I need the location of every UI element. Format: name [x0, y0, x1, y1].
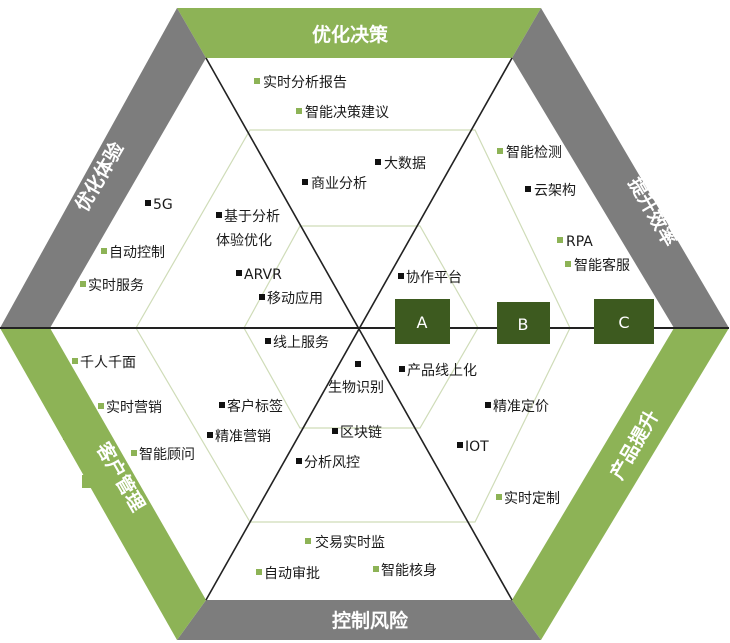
marker: [375, 159, 381, 165]
item-risk-outer-1: 交易实时监: [315, 534, 385, 551]
box-a: [395, 299, 450, 344]
marker: [207, 432, 213, 438]
marker: [256, 569, 262, 575]
item-decision-inner-1: 大数据: [384, 156, 426, 172]
marker: [332, 428, 338, 434]
marker: [302, 179, 308, 185]
item-experience-inner-1a: 基于分析: [224, 208, 280, 225]
marker: [131, 450, 137, 456]
marker: [236, 270, 242, 276]
item-product-inner-1: 产品线上化: [407, 363, 477, 379]
band-bottom-left: [0, 328, 206, 640]
deco-square-2: [82, 475, 95, 488]
marker: [525, 186, 531, 192]
item-risk-outer-2: 自动审批: [264, 566, 320, 582]
band-label-top: 优化决策: [312, 23, 389, 46]
item-product-outer-1: 精准定价: [493, 399, 549, 415]
marker: [497, 148, 503, 154]
band-label-bottom: 控制风险: [332, 609, 409, 632]
band-top-right: [512, 8, 729, 328]
item-product-outer-3: 实时定制: [504, 491, 560, 507]
item-risk-outer-3: 智能核身: [381, 563, 437, 579]
box-c: [594, 299, 654, 344]
item-efficiency-outer-1: 智能检测: [506, 145, 562, 161]
item-experience-outer-1: 5G: [153, 197, 173, 213]
marker: [80, 281, 86, 287]
band-top-left: [0, 8, 206, 328]
item-experience-inner-3: 移动应用: [267, 290, 323, 307]
band-top: [177, 8, 541, 58]
marker: [373, 566, 379, 572]
deco-square-1: [63, 427, 76, 440]
marker: [557, 237, 563, 243]
marker: [259, 294, 265, 300]
marker: [101, 248, 107, 254]
band-bottom-right: [512, 328, 729, 640]
marker: [496, 494, 502, 500]
item-customer-inner-1: 线上服务: [273, 335, 329, 351]
item-risk-inner-1: 生物识别: [328, 380, 384, 396]
item-customer-inner-2: 客户标签: [227, 398, 283, 415]
item-efficiency-outer-3: RPA: [566, 234, 593, 250]
item-experience-outer-2: 自动控制: [109, 245, 165, 261]
item-decision-inner-2: 商业分析: [311, 176, 367, 192]
item-customer-outer-2: 实时营销: [106, 400, 162, 416]
marker: [145, 200, 151, 206]
item-risk-inner-3: 分析风控: [304, 455, 360, 471]
item-customer-outer-1: 千人千面: [80, 355, 136, 371]
item-efficiency-inner-1: 协作平台: [406, 270, 462, 286]
item-efficiency-outer-4: 智能客服: [574, 257, 630, 274]
marker: [265, 338, 271, 344]
box-b-label: B: [518, 315, 529, 334]
marker: [398, 273, 404, 279]
item-product-outer-2: IOT: [465, 439, 489, 455]
marker: [399, 366, 405, 372]
marker: [565, 261, 571, 267]
item-decision-outer-1: 实时分析报告: [263, 75, 347, 91]
marker: [216, 212, 222, 218]
item-efficiency-outer-2: 云架构: [534, 183, 576, 199]
box-b: [497, 302, 550, 344]
item-customer-inner-3: 精准营销: [215, 429, 271, 445]
marker: [457, 442, 463, 448]
item-experience-inner-2: ARVR: [244, 267, 282, 283]
item-experience-inner-1b: 体验优化: [216, 233, 272, 249]
marker: [254, 78, 260, 84]
box-c-label: C: [618, 313, 629, 332]
marker: [98, 403, 104, 409]
marker: [305, 538, 311, 544]
box-a-label: A: [417, 313, 428, 332]
marker: [219, 402, 225, 408]
marker: [355, 361, 361, 367]
item-risk-inner-2: 区块链: [340, 425, 382, 441]
item-decision-outer-2: 智能决策建议: [305, 104, 389, 121]
marker: [72, 358, 78, 364]
marker: [296, 108, 302, 114]
item-experience-outer-3: 实时服务: [88, 278, 144, 294]
band-bottom: [177, 600, 541, 640]
marker: [485, 402, 491, 408]
marker: [296, 458, 302, 464]
item-customer-outer-3: 智能顾问: [139, 447, 195, 463]
